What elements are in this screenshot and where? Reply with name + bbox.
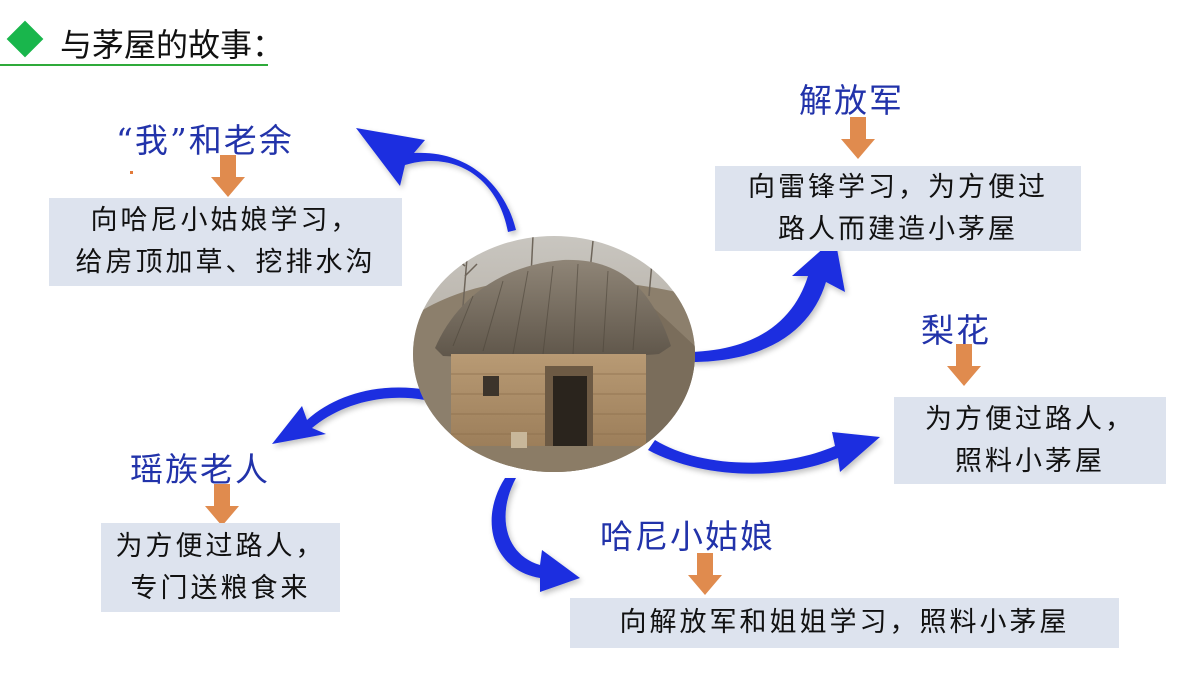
node-label-yaozu: 瑶族老人	[130, 450, 270, 489]
down-arrow-icon	[205, 484, 239, 530]
flow-arrow-to-wo	[356, 128, 516, 232]
info-box-hani: 向解放军和姐姐学习，照料小茅屋	[570, 598, 1119, 648]
thatched-hut-icon	[413, 236, 695, 472]
down-arrow-icon	[841, 117, 875, 163]
info-line: 向解放军和姐姐学习，照料小茅屋	[619, 607, 1070, 638]
info-line: 为方便过路人，	[925, 403, 1135, 435]
info-box-yaozu: 为方便过路人， 专门送粮食来	[101, 523, 340, 612]
info-line: 向哈尼小姑娘学习，	[90, 205, 361, 236]
flow-arrow-to-yaozu	[272, 387, 428, 444]
down-arrow-icon	[947, 344, 981, 390]
info-line: 给房顶加草、挖排水沟	[75, 247, 376, 278]
info-line: 路人而建造小茅屋	[778, 213, 1018, 245]
node-label-jiefangjun: 解放军	[799, 81, 904, 120]
node-label-lihua: 梨花	[921, 311, 991, 350]
slide-title: 与茅屋的故事：	[0, 18, 284, 66]
info-box-wo-laoyu: 向哈尼小姑娘学习， 给房顶加草、挖排水沟	[49, 198, 402, 286]
info-line: 为方便过路人，	[115, 530, 326, 562]
down-arrow-icon	[688, 553, 722, 599]
flow-arrow-to-jiefangjun	[690, 238, 845, 362]
info-line: 照料小茅屋	[955, 445, 1105, 477]
info-box-lihua: 为方便过路人， 照料小茅屋	[894, 397, 1166, 484]
stray-mark	[130, 171, 133, 174]
thatched-hut-photo	[413, 236, 695, 472]
node-label-wo-laoyu: “我”和老余	[116, 121, 294, 160]
flow-arrow-to-hani	[491, 478, 580, 592]
down-arrow-icon	[211, 155, 245, 201]
title-text: 与茅屋的故事：	[60, 26, 285, 64]
node-label-hani: 哈尼小姑娘	[600, 517, 775, 556]
flow-arrow-to-lihua	[648, 432, 880, 474]
info-line: 向雷锋学习，为方便过	[748, 171, 1048, 203]
info-box-jiefangjun: 向雷锋学习，为方便过 路人而建造小茅屋	[715, 166, 1081, 251]
info-line: 专门送粮食来	[130, 572, 311, 604]
